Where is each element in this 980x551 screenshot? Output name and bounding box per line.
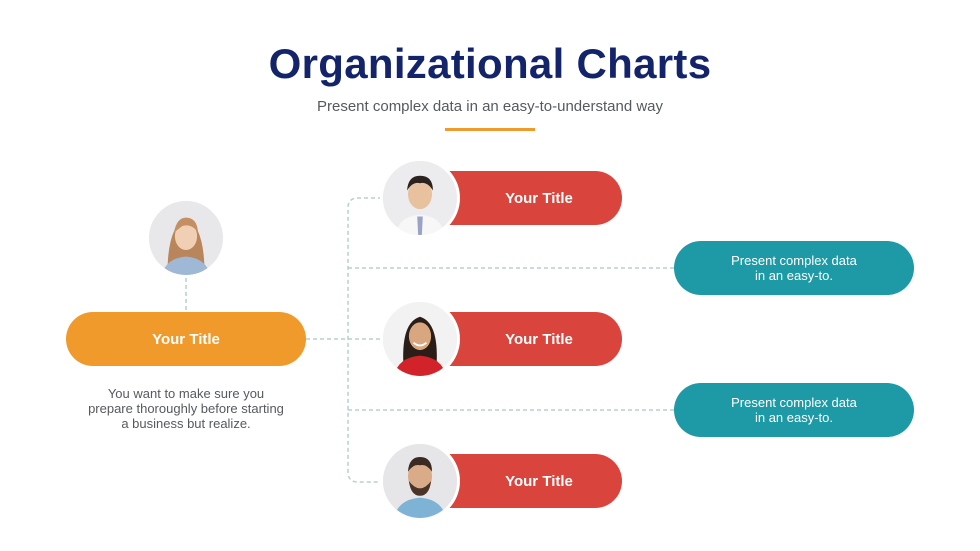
note-1-pill[interactable]: Present complex data in an easy-to. — [674, 241, 914, 295]
child-2-title: Your Title — [505, 330, 573, 348]
page-subtitle: Present complex data in an easy-to-under… — [316, 98, 664, 115]
trunk-connector — [347, 197, 382, 483]
child-2-avatar — [380, 299, 460, 379]
child-3-avatar — [380, 441, 460, 521]
note-2-pill[interactable]: Present complex data in an easy-to. — [674, 383, 914, 437]
page-title: Organizational Charts — [268, 40, 712, 87]
root-title: Your Title — [152, 330, 220, 348]
child-1-title: Your Title — [505, 189, 573, 207]
root-description: You want to make sure you prepare thorou… — [88, 386, 284, 431]
root-avatar — [146, 198, 226, 278]
root-title-pill[interactable]: Your Title — [66, 312, 306, 366]
note-2-text: Present complex data in an easy-to. — [731, 395, 857, 425]
child-1-avatar — [380, 158, 460, 238]
note-1-text: Present complex data in an easy-to. — [731, 253, 857, 283]
child-3-title: Your Title — [505, 472, 573, 490]
title-underline — [445, 128, 535, 131]
